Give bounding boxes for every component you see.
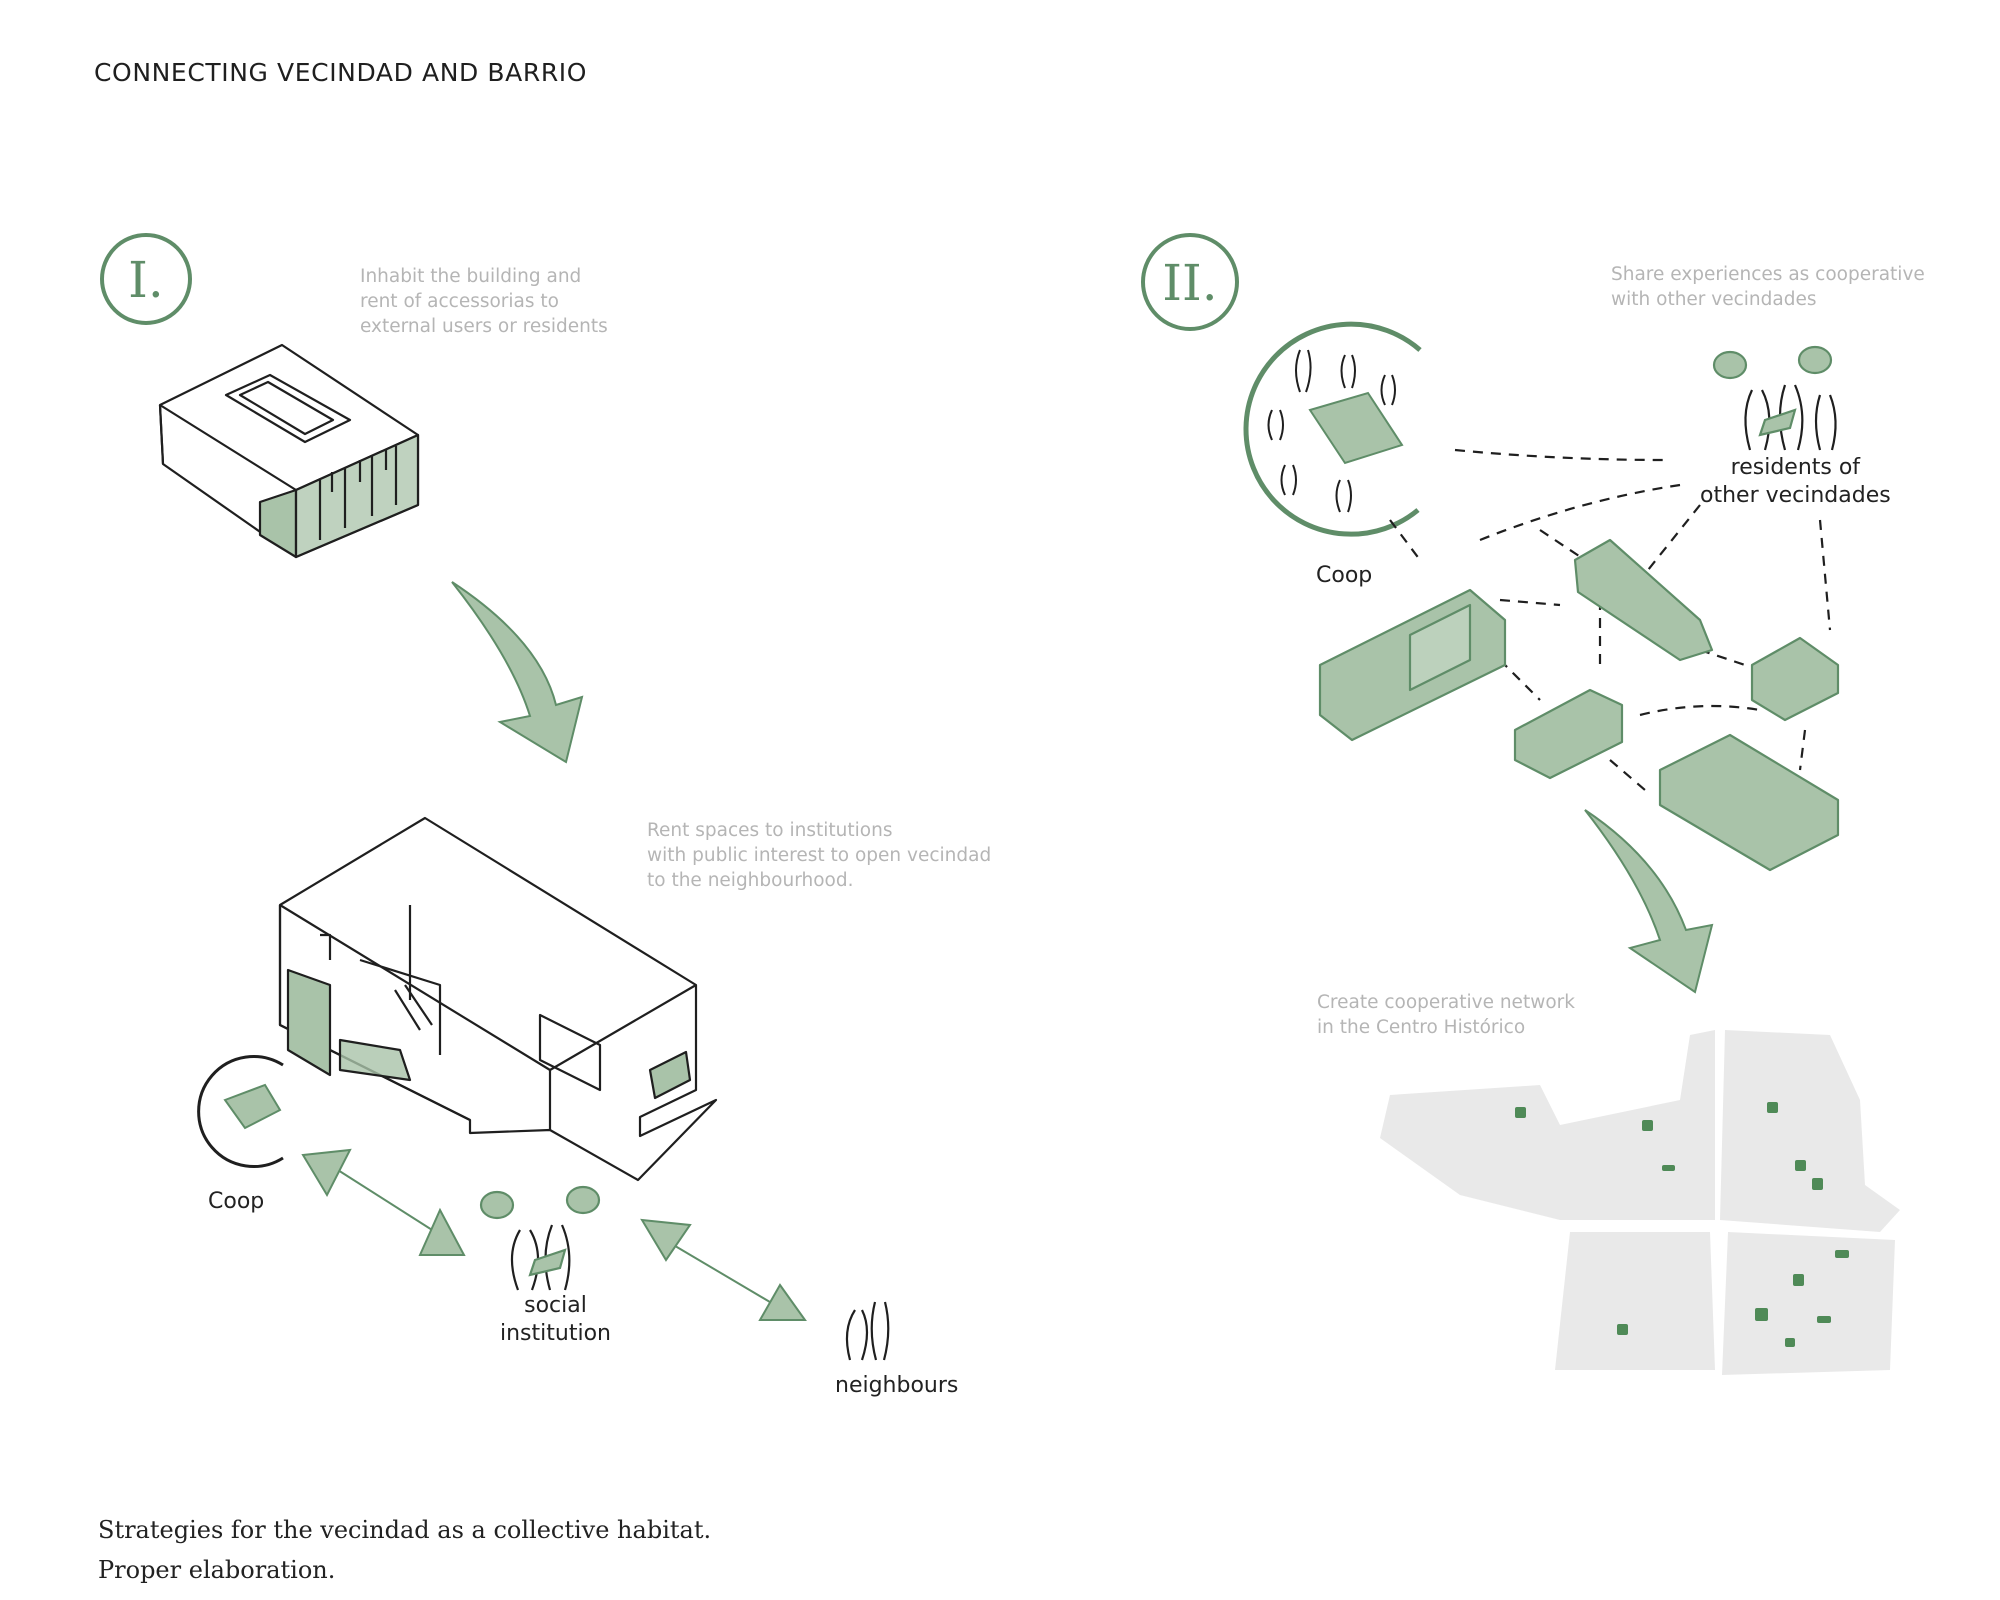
arrow-down-two	[1584, 809, 1714, 994]
residents-label-line: residents of	[1730, 455, 1861, 480]
step-two-numeral: II.	[1162, 254, 1217, 312]
step-one-note-line: external users or residents	[360, 316, 608, 337]
rent-spaces-note: Rent spaces to institutions with public …	[647, 818, 991, 893]
rent-spaces-note-line: with public interest to open vecindad	[647, 845, 992, 866]
residents-label: residents of other vecindades	[1700, 454, 1891, 510]
network-note-line: Create cooperative network	[1317, 992, 1575, 1013]
coop-circle-group	[1243, 321, 1422, 537]
courtyard-building-sketch	[158, 343, 420, 559]
coop-label-left: Coop	[208, 1189, 265, 1214]
caption-line: Proper elaboration.	[98, 1556, 336, 1584]
cutaway-building-sketch	[278, 816, 718, 1182]
step-one-note: Inhabit the building and rent of accesso…	[360, 264, 608, 339]
step-two-note-line: with other vecindades	[1611, 289, 1817, 310]
step-one-numeral: I.	[128, 251, 164, 309]
step-two-note: Share experiences as cooperative with ot…	[1611, 262, 1925, 312]
page-title: CONNECTING VECINDAD AND BARRIO	[94, 58, 588, 87]
coop-bracket-left	[197, 1055, 284, 1168]
rent-spaces-note-line: Rent spaces to institutions	[647, 820, 893, 841]
network-building-five	[1658, 733, 1840, 872]
link-coop-institution	[301, 1148, 466, 1256]
residents-label-line: other vecindades	[1700, 483, 1891, 508]
social-institution-label: social institution	[500, 1292, 611, 1348]
network-building-four	[1513, 688, 1624, 780]
network-building-three	[1750, 636, 1840, 722]
step-two-note-line: Share experiences as cooperative	[1611, 264, 1925, 285]
centro-historico-map	[1380, 1030, 1900, 1375]
network-note: Create cooperative network in the Centro…	[1317, 990, 1575, 1040]
social-institution-label-line: institution	[500, 1321, 611, 1346]
neighbours-label: neighbours	[835, 1373, 959, 1398]
network-buildings	[1318, 538, 1840, 872]
arrow-down-one	[451, 581, 584, 764]
network-note-line: in the Centro Histórico	[1317, 1017, 1526, 1038]
coop-label-right: Coop	[1316, 563, 1373, 588]
step-one-badge: I.	[100, 233, 192, 325]
step-one-note-line: Inhabit the building and	[360, 266, 582, 287]
neighbours-figures	[845, 1301, 890, 1361]
rent-spaces-note-line: to the neighbourhood.	[647, 870, 854, 891]
step-one-note-line: rent of accessorias to	[360, 291, 559, 312]
step-two-badge: II.	[1141, 233, 1239, 331]
link-building-neighbours	[640, 1218, 807, 1321]
social-institution-figures	[479, 1185, 601, 1291]
social-institution-label-line: social	[524, 1293, 587, 1318]
residents-figures	[1712, 345, 1837, 451]
figure-caption: Strategies for the vecindad as a collect…	[98, 1510, 711, 1590]
caption-line: Strategies for the vecindad as a collect…	[98, 1516, 712, 1544]
network-building-two	[1573, 538, 1714, 662]
